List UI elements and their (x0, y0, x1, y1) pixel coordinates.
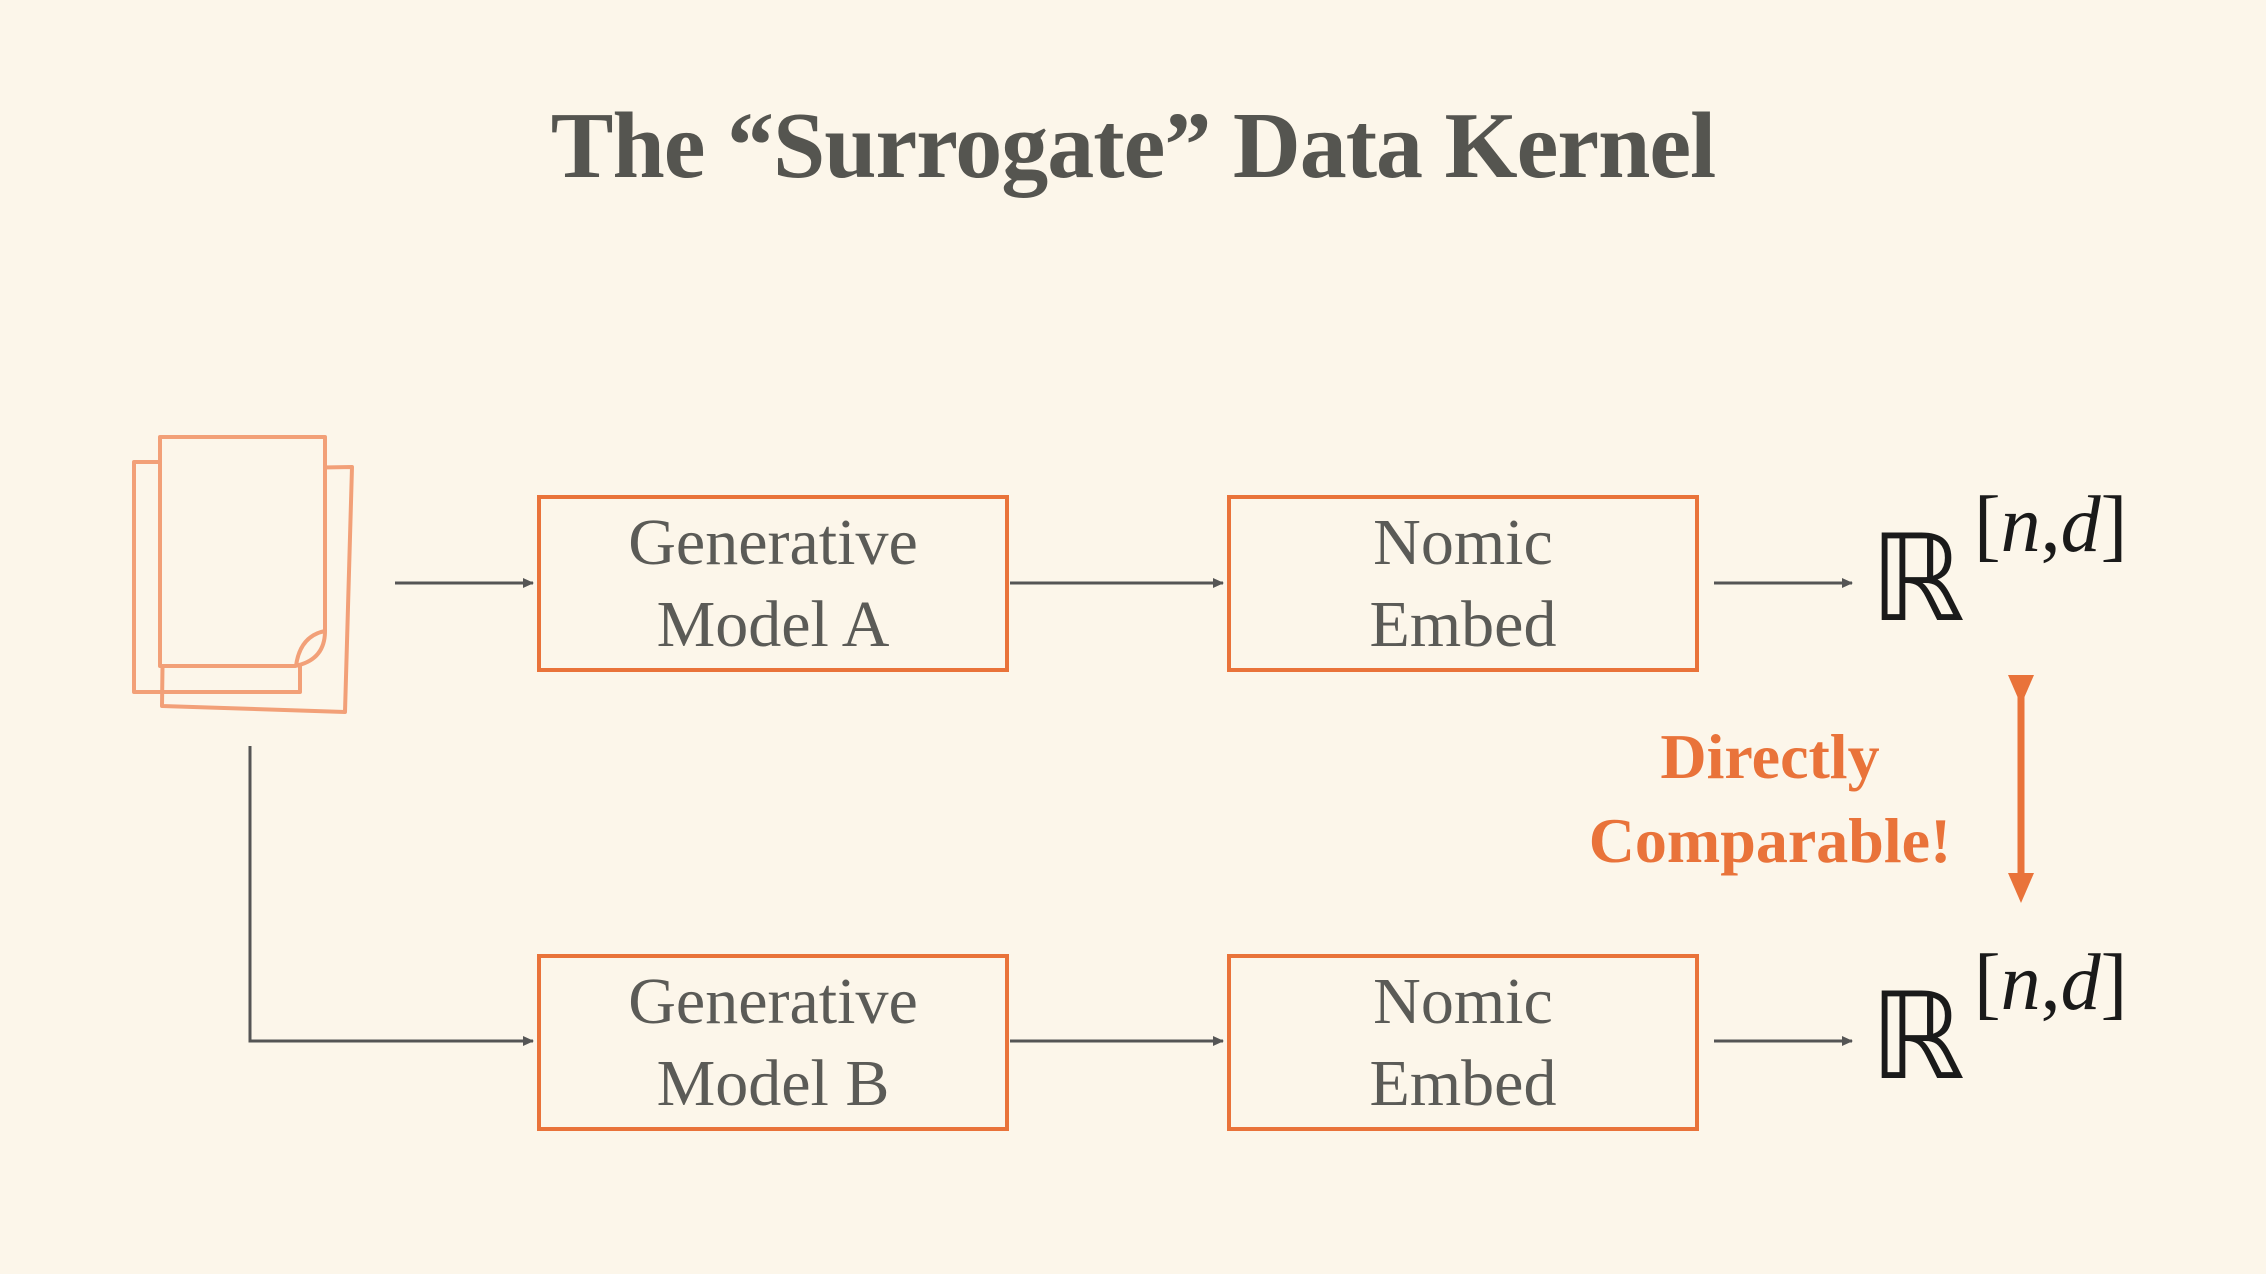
nomic-embed-a-box: Nomic Embed (1227, 495, 1699, 672)
generative-model-a-box: Generative Model A (537, 495, 1009, 672)
real-numbers-symbol-b: ℝ (1870, 968, 1966, 1107)
comparable-line2: Comparable! (1588, 805, 1952, 876)
real-numbers-symbol-a: ℝ (1870, 510, 1966, 649)
generative-model-a-line1: Generative (628, 505, 918, 579)
generative-model-b-box: Generative Model B (537, 954, 1009, 1131)
documents-stack-icon (132, 435, 354, 714)
nomic-embed-b-line1: Nomic (1373, 964, 1553, 1038)
comparable-line1: Directly (1660, 721, 1880, 792)
nomic-embed-b-line2: Embed (1369, 1046, 1557, 1120)
arrow-doc-to-model-b (248, 746, 534, 1046)
generative-model-b-line1: Generative (628, 964, 918, 1038)
generative-model-b-line2: Model B (656, 1046, 890, 1120)
generative-model-a-line2: Model A (656, 587, 890, 661)
nomic-embed-a-line1: Nomic (1373, 505, 1553, 579)
nomic-embed-b-box: Nomic Embed (1227, 954, 1699, 1131)
output-dims-a: [n,d] (1974, 481, 2128, 569)
output-space-b: ℝ [n,d] (1870, 939, 2127, 1107)
output-dims-b: [n,d] (1974, 939, 2128, 1027)
nomic-embed-a-line2: Embed (1369, 587, 1557, 661)
directly-comparable-label: Directly Comparable! (1560, 715, 1980, 883)
output-space-a: ℝ [n,d] (1870, 481, 2127, 649)
slide-title: The “Surrogate” Data Kernel (550, 94, 1716, 198)
